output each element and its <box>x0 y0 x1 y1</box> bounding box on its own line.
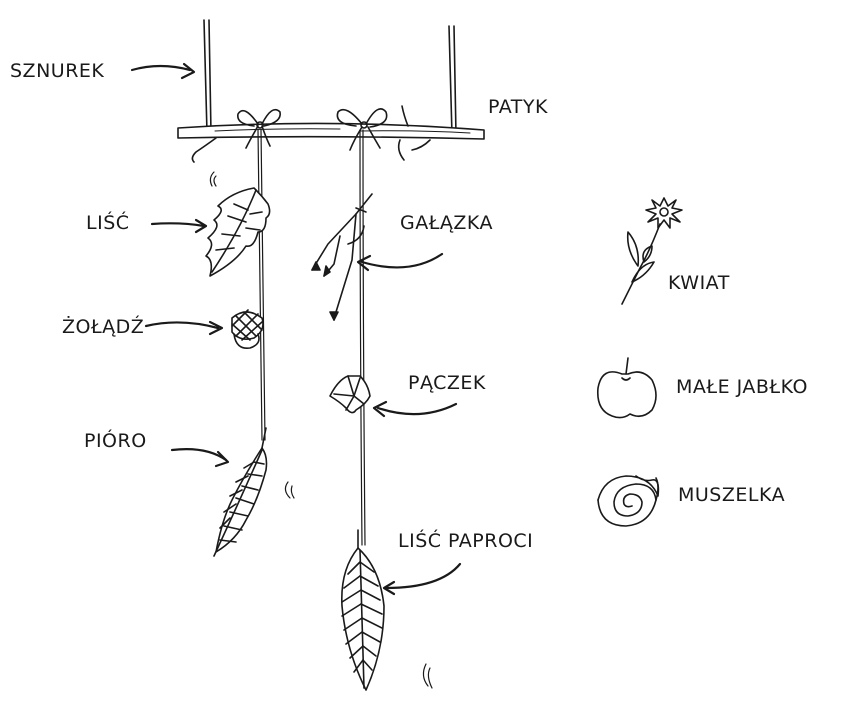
bow-left <box>237 108 281 149</box>
arrow-pioro <box>170 448 228 462</box>
feather-icon <box>213 427 295 557</box>
label-small-apple: MAŁE JABŁKO <box>676 376 808 398</box>
bud-icon <box>329 375 371 414</box>
twig-icon <box>311 193 373 321</box>
label-twig: GAŁĄZKA <box>400 212 494 234</box>
label-feather: PIÓRO <box>84 430 147 452</box>
label-shell: MUSZELKA <box>678 484 786 506</box>
left-string <box>257 129 266 441</box>
arrows <box>130 62 462 596</box>
apple-icon <box>596 357 657 419</box>
acorn-icon <box>231 309 264 350</box>
arrow-sznurek <box>130 64 192 72</box>
shell-icon <box>597 475 660 527</box>
label-flower: KWIAT <box>668 272 730 294</box>
label-stick: PATYK <box>488 96 548 118</box>
arrow-galazka <box>360 252 444 269</box>
label-acorn: ŻOŁĄDŹ <box>62 316 145 338</box>
top-strings <box>203 19 457 136</box>
arrow-zoladz <box>144 321 220 330</box>
leaf-icon <box>205 187 271 277</box>
arrow-lisc-paproci <box>384 562 462 590</box>
label-fern-leaf: LIŚĆ PAPROCI <box>398 530 534 552</box>
arrow-lisc <box>150 222 206 228</box>
bow-right <box>336 105 409 151</box>
label-leaf: LIŚĆ <box>86 212 130 234</box>
label-string: SZNUREK <box>10 60 105 82</box>
label-bud: PĄCZEK <box>408 372 486 394</box>
flower-icon <box>621 197 683 305</box>
right-string <box>359 129 366 546</box>
arrow-paczek <box>376 402 458 416</box>
stick <box>177 122 485 187</box>
fern-leaf-icon <box>341 529 433 691</box>
